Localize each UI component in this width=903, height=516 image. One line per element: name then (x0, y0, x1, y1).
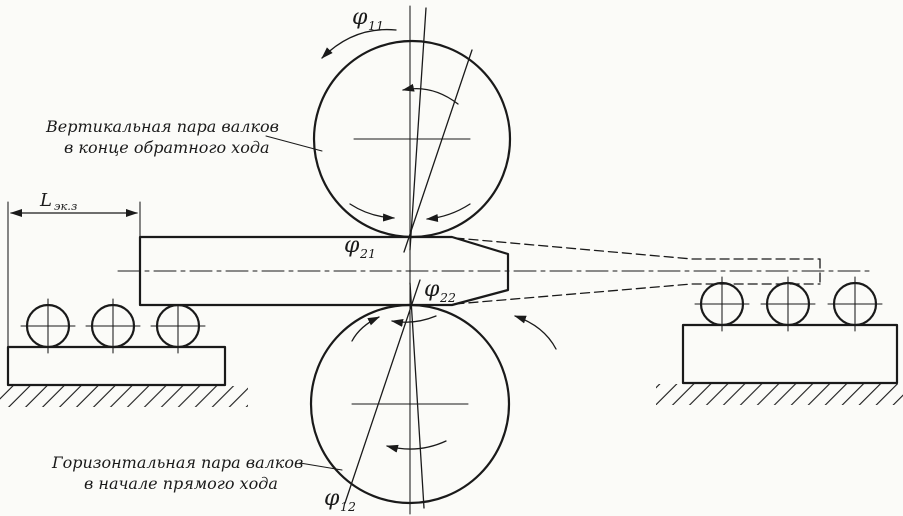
top-roll-circle (312, 39, 512, 239)
right-roller-table (681, 276, 899, 385)
angle-label-phi21: φ (344, 233, 360, 258)
angle-label-phi21-subscript: 21 (359, 246, 376, 261)
bottom-roll-inner-arrow-left (351, 316, 380, 342)
workpiece-bar-outline (138, 235, 510, 307)
ground-hatching-left (0, 386, 248, 407)
angle-label-phi22: φ (424, 277, 440, 302)
roller (760, 276, 816, 332)
label-vertical-pair-line2: в конце обратного хода (64, 138, 270, 157)
leader-line-horizontal-pair (299, 462, 343, 471)
right-support-block (681, 323, 899, 385)
angle-line-phi11 (409, 7, 427, 251)
workpiece-dashed-bottom (454, 283, 821, 305)
workpiece-dashed-top (454, 237, 821, 260)
left-roller-table (6, 298, 227, 387)
left-support-block (6, 345, 227, 387)
rotation-arrows (321, 28, 557, 453)
top-roll-nip-arrow-left (349, 203, 395, 222)
angle-label-phi22-subscript: 22 (439, 290, 456, 305)
angle-label-phi11: φ (352, 5, 368, 30)
top-roll (312, 39, 512, 239)
leader-line-vertical-pair (265, 135, 323, 152)
dimension-label: L (39, 190, 52, 211)
workpiece (117, 235, 875, 307)
angle-line-phi21 (403, 49, 473, 253)
angle-label-phi12: φ (324, 486, 340, 511)
label-horizontal-pair-line1: Горизонтальная пара валков (51, 453, 303, 472)
roller (20, 298, 76, 354)
bottom-roll-outer-rotation-arrow (514, 315, 557, 350)
roller (827, 276, 883, 332)
label-vertical-pair-line1: Вертикальная пара валков (45, 117, 279, 136)
roller (694, 276, 750, 332)
label-horizontal-pair-line2: в начале прямого хода (84, 474, 278, 493)
roller (85, 298, 141, 354)
angle-line-phi22 (409, 282, 425, 509)
ground-hatching-right (656, 384, 903, 405)
dimension-label-subscript: эк.з (54, 199, 77, 213)
angle-line-phi12 (344, 279, 421, 504)
bottom-roll-nip-arrow (391, 315, 437, 327)
dimension-l-ekz: L эк.з (7, 190, 141, 347)
angle-label-phi12-subscript: 12 (340, 499, 356, 514)
angle-label-phi11-subscript: 11 (368, 18, 384, 33)
top-roll-inner-rotation-arrow (402, 83, 459, 105)
roller (150, 298, 206, 354)
top-roll-nip-arrow-right (426, 203, 471, 223)
top-roll-outer-rotation-arrow (321, 28, 397, 59)
bottom-roll-inner-rotation-arrow (386, 440, 447, 453)
